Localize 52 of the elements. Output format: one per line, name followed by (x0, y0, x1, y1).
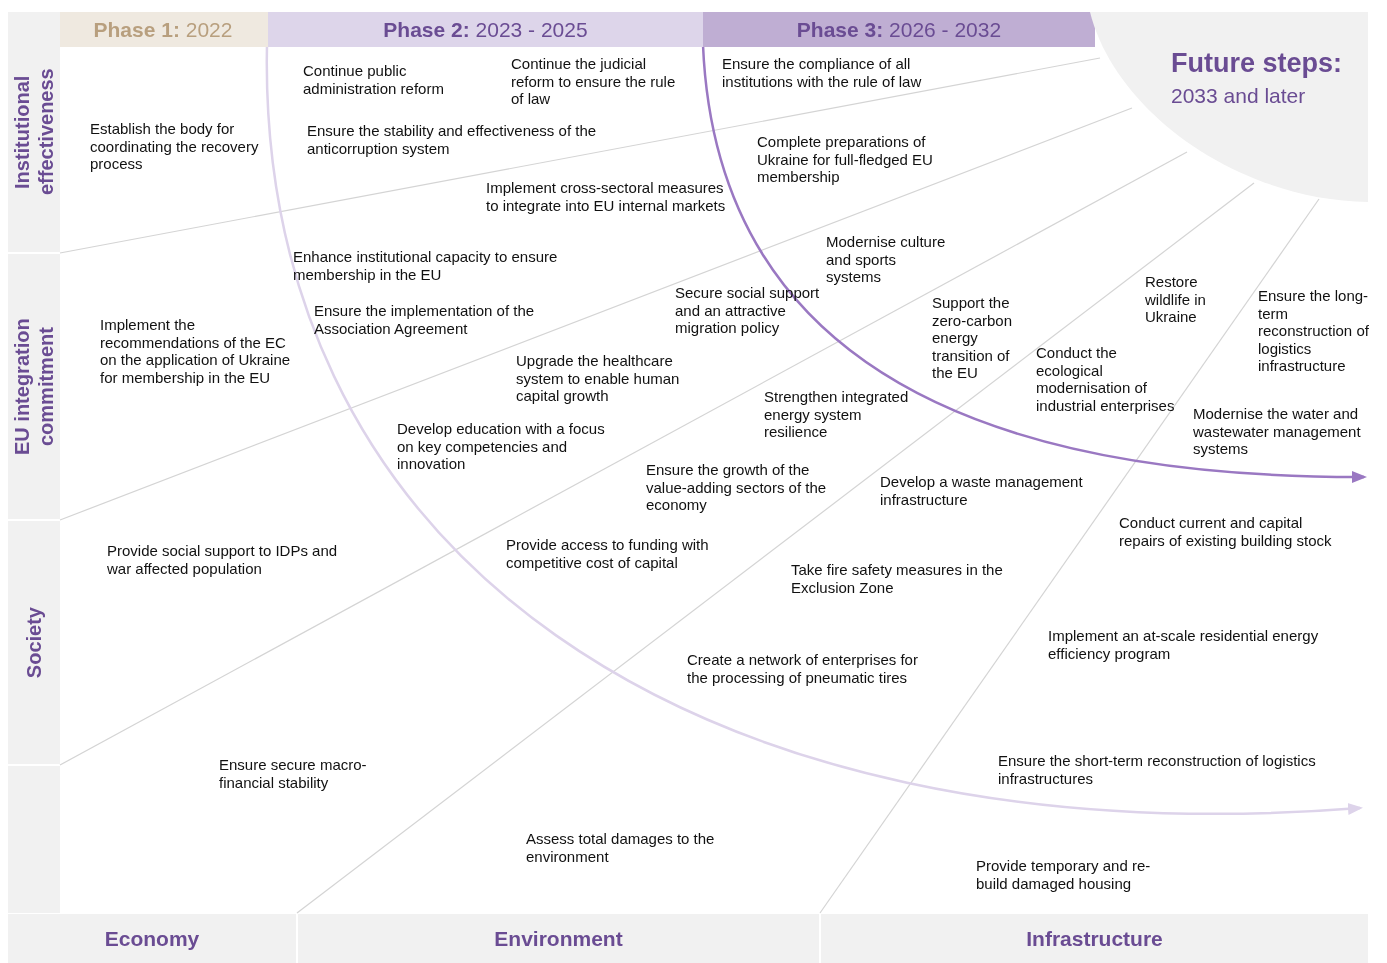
goal-text: Ensure the implementation of the Association Agreement (314, 302, 536, 337)
row-header-band (8, 12, 60, 252)
goal-text: Upgrade the healthcare system to enable human capital growth (516, 352, 681, 405)
goal-text: Implement cross-sectoral measures to integrate into EU internal markets (486, 179, 726, 214)
goal-text: Implement the recommendations of the EC on the application of Ukraine for membership in the EU (100, 316, 292, 386)
row-header-band (8, 521, 60, 764)
phase-header-label: Phase 2: 2023 - 2025 (383, 17, 588, 42)
row-header-band (8, 254, 60, 519)
future-steps-period: 2033 and later (1171, 84, 1306, 108)
goal-text: Enhance institutional capacity to ensure membership in the EU (293, 248, 559, 283)
goal-text: Provide temporary and re-build damaged housing (976, 857, 1152, 892)
column-header-band (821, 914, 1368, 963)
row-header-label: EU integration commitment (10, 317, 58, 457)
goal-text: Ensure secure macro-financial stability (219, 756, 368, 791)
goal-text: Create a network of enterprises for the processing of pneumatic tires (687, 651, 919, 686)
goal-text: Modernise the water and wastewater management systems (1193, 405, 1362, 458)
goal-text: Conduct the ecological modernisation of industrial enterprises (1036, 344, 1176, 414)
goal-text: Take fire safety measures in the Exclusion Zone (791, 561, 1004, 596)
goal-text: Develop education with a focus on key competencies and innovation (397, 420, 606, 473)
goal-text: Ensure the stability and effectiveness of the anticorruption system (307, 122, 598, 157)
goal-text: Support the zero-carbon energy transition of the EU (932, 294, 1014, 382)
future-steps-heading: Future steps: (1171, 48, 1343, 79)
goal-text: Ensure the short-term reconstruction of logistics infrastructures (998, 752, 1317, 787)
column-header-label: Infrastructure (1026, 926, 1163, 951)
goal-text: Provide access to funding with competitive cost of capital (506, 536, 710, 571)
goal-text: Ensure the long-term reconstruction of logistics infrastructure (1258, 287, 1370, 375)
row-header-label: Institutional effectiveness (10, 67, 58, 198)
goal-text: Complete preparations of Ukraine for full-fledged EU membership (757, 133, 934, 186)
goal-text: Provide social support to IDPs and war affected population (107, 542, 339, 577)
column-header-label: Economy (104, 926, 200, 951)
phase-header-band (703, 12, 1095, 47)
goal-text: Conduct current and capital repairs of existing building stock (1119, 514, 1333, 549)
phase-header-label: Phase 1: 2022 (93, 17, 233, 42)
goal-text: Restore wildlife in Ukraine (1145, 273, 1207, 326)
column-header-band (298, 914, 819, 963)
goal-text: Ensure the compliance of all institutions with the rule of law (722, 55, 923, 90)
goal-text: Continue the judicial reform to ensure the rule of law (511, 55, 677, 108)
column-header-band (8, 914, 296, 963)
goal-text: Strengthen integrated energy system resilience (764, 388, 910, 441)
row-header-label: Society (22, 606, 46, 679)
goal-text: Implement an at-scale residential energy efficiency program (1048, 627, 1320, 662)
goal-text: Ensure the growth of the value-adding sectors of the economy (646, 461, 828, 514)
goal-text: Modernise culture and sports systems (826, 233, 946, 286)
goal-text: Assess total damages to the environment (526, 830, 716, 865)
column-header-label: Environment (494, 926, 623, 951)
phase-header-band (268, 12, 703, 47)
phase-header-label: Phase 3: 2026 - 2032 (796, 17, 1002, 42)
future-steps-panel (1090, 12, 1368, 202)
goal-text: Continue public administration reform (303, 62, 445, 97)
goal-text: Establish the body for coordinating the recovery process (90, 120, 260, 173)
phase-header-band (58, 12, 268, 47)
goal-text: Develop a waste management infrastructure (880, 473, 1084, 508)
